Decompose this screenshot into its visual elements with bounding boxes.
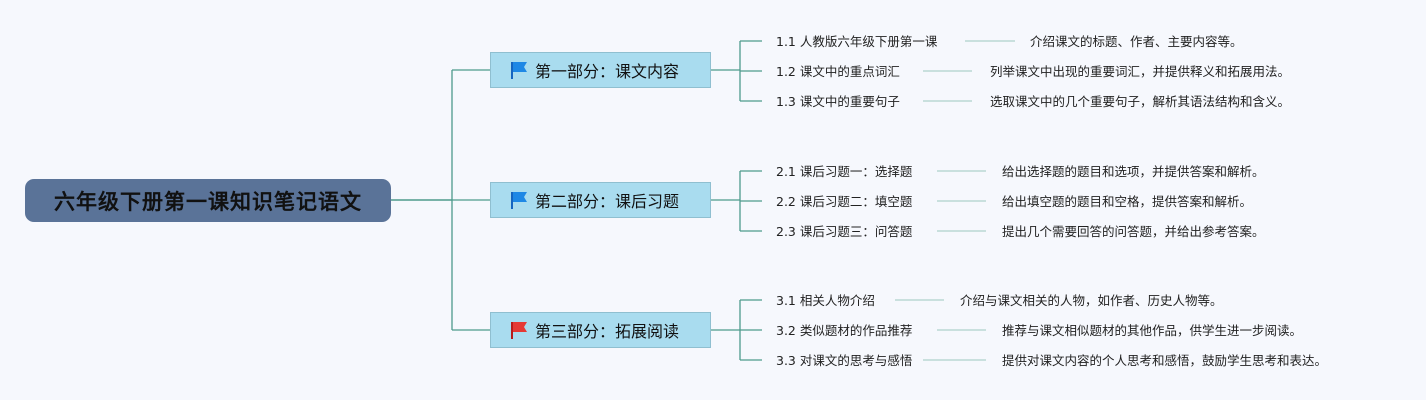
branch-node-part-2[interactable]: 第二部分：课后习题 <box>490 182 711 218</box>
leaf-desc-3-2: 推荐与课文相似题材的其他作品，供学生进一步阅读。 <box>1002 323 1303 338</box>
leaf-desc-3-1: 介绍与课文相关的人物，如作者、历史人物等。 <box>960 293 1223 308</box>
branch-label: 第二部分：课后习题 <box>535 192 680 211</box>
flag-icon <box>511 62 527 79</box>
flag-icon <box>511 192 527 209</box>
leaf-item-2-3[interactable]: 2.3 课后习题三：问答题 <box>776 224 913 239</box>
branch-node-part-1[interactable]: 第一部分：课文内容 <box>490 52 711 88</box>
leaf-item-1-2[interactable]: 1.2 课文中的重点词汇 <box>776 64 900 79</box>
flag-icon <box>511 322 527 339</box>
leaf-item-3-3[interactable]: 3.3 对课文的思考与感悟 <box>776 353 913 368</box>
leaf-item-2-2[interactable]: 2.2 课后习题二：填空题 <box>776 194 913 209</box>
leaf-item-1-3[interactable]: 1.3 课文中的重要句子 <box>776 94 900 109</box>
root-node[interactable]: 六年级下册第一课知识笔记语文 <box>25 179 391 222</box>
leaf-desc-1-1: 介绍课文的标题、作者、主要内容等。 <box>1030 34 1243 49</box>
leaf-desc-2-3: 提出几个需要回答的问答题，并给出参考答案。 <box>1002 224 1265 239</box>
leaf-desc-2-1: 给出选择题的题目和选项，并提供答案和解析。 <box>1002 164 1265 179</box>
leaf-desc-2-2: 给出填空题的题目和空格，提供答案和解析。 <box>1002 194 1253 209</box>
root-label: 六年级下册第一课知识笔记语文 <box>54 189 362 214</box>
leaf-item-1-1[interactable]: 1.1 人教版六年级下册第一课 <box>776 34 938 49</box>
leaf-desc-3-3: 提供对课文内容的个人思考和感悟，鼓励学生思考和表达。 <box>1002 353 1328 368</box>
branch-node-part-3[interactable]: 第三部分：拓展阅读 <box>490 312 711 348</box>
leaf-desc-1-2: 列举课文中出现的重要词汇，并提供释义和拓展用法。 <box>990 64 1291 79</box>
leaf-item-3-1[interactable]: 3.1 相关人物介绍 <box>776 293 875 308</box>
branch-label: 第一部分：课文内容 <box>535 62 680 81</box>
leaf-item-2-1[interactable]: 2.1 课后习题一：选择题 <box>776 164 913 179</box>
branch-label: 第三部分：拓展阅读 <box>535 322 680 341</box>
leaf-desc-1-3: 选取课文中的几个重要句子，解析其语法结构和含义。 <box>990 94 1291 109</box>
leaf-item-3-2[interactable]: 3.2 类似题材的作品推荐 <box>776 323 913 338</box>
